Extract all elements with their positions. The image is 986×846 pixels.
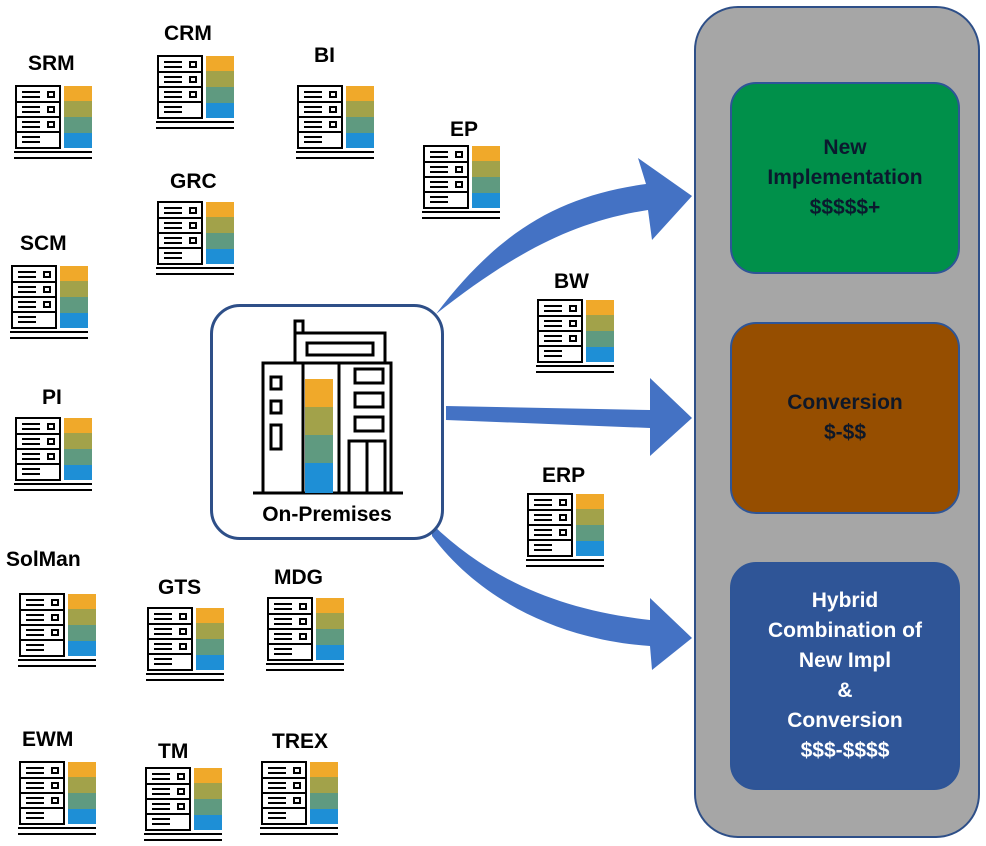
server-stack-icon [536,298,616,376]
system-label-solman: SolMan [6,548,81,571]
option-new-line1: New [823,136,867,159]
system-label-pi: PI [42,386,62,409]
system-label-tm: TM [158,740,189,763]
server-stack-icon [144,766,224,844]
arrow-to-conversion [446,378,692,456]
system-label-gts: GTS [158,576,202,599]
option-hybrid: Hybrid Combination of New Impl & Convers… [730,562,960,790]
option-hybrid-cost: $$$-$$$$ [800,739,890,762]
server-stack-icon [260,760,340,838]
office-building-icon [253,319,403,495]
server-stack-icon [266,596,346,674]
option-hybrid-line1: Hybrid [811,589,879,612]
option-new-cost: $$$$$+ [809,196,881,219]
option-conversion-line1: Conversion [787,391,903,414]
system-label-ep: EP [450,118,479,141]
server-stack-icon [422,144,502,222]
arrow-to-hybrid [432,524,692,670]
server-stack-icon [296,84,376,162]
option-hybrid-line4: & [837,679,853,702]
option-conversion-cost: $-$$ [823,421,867,444]
option-conversion: Conversion $-$$ [730,322,960,514]
system-label-ewm: EWM [22,728,74,751]
server-stack-icon [18,592,98,670]
system-label-grc: GRC [170,170,217,193]
on-premises-label: On-Premises [262,503,392,526]
system-label-srm: SRM [28,52,75,75]
server-stack-icon [18,760,98,838]
option-new-implementation: New Implementation $$$$$+ [730,82,960,274]
arrow-to-new-implementation [436,158,692,314]
server-stack-icon [156,54,236,132]
option-new-line2: Implementation [767,166,923,189]
server-stack-icon [526,492,606,570]
option-hybrid-line3: New Impl [798,649,892,672]
server-stack-icon [146,606,226,684]
server-stack-icon [14,416,94,494]
on-premises-box: On-Premises [210,304,444,540]
system-label-bi: BI [314,44,335,67]
system-label-bw: BW [554,270,589,293]
server-stack-icon [10,264,90,342]
system-label-scm: SCM [20,232,67,255]
system-label-trex: TREX [272,730,329,753]
building-stack-bars [305,379,333,493]
system-label-mdg: MDG [274,566,323,589]
system-label-erp: ERP [542,464,586,487]
option-hybrid-line5: Conversion [787,709,903,732]
system-label-crm: CRM [164,22,212,45]
option-hybrid-line2: Combination of [768,619,922,642]
server-stack-icon [156,200,236,278]
server-stack-icon [14,84,94,162]
